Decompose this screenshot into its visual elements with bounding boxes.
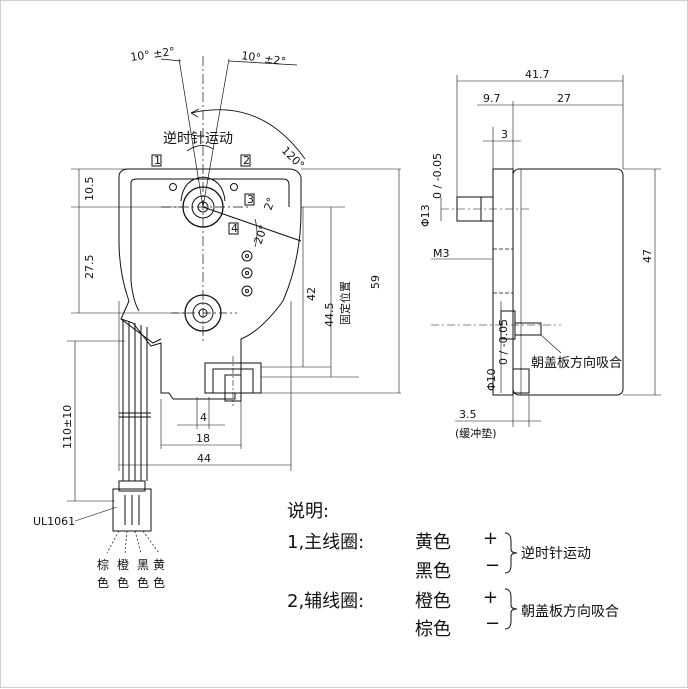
label-18: 18 <box>196 432 210 445</box>
note1-sign-b: − <box>485 555 501 576</box>
side-lever <box>515 322 542 336</box>
label-27: 27 <box>557 92 571 105</box>
label-angle-left: 10° ±2° <box>130 45 176 64</box>
label-shaft-10-tol: 0 / -0.05 <box>497 319 510 365</box>
label-4: 4 <box>200 411 207 424</box>
ccw-arrow <box>186 145 214 152</box>
brace-1 <box>504 532 518 574</box>
terminal-2 <box>241 267 253 279</box>
label-fixed-position: 固定位置 <box>338 281 352 325</box>
pos-box-1 <box>151 154 162 167</box>
label-shaft-10: Φ10 <box>485 368 498 391</box>
leader-10-left <box>160 58 182 62</box>
ul1061-leader <box>74 506 118 522</box>
wire-color-black: 黑色 <box>137 558 149 590</box>
label-shaft-13-tol: 0 / -0.05 <box>431 153 444 199</box>
top-shaft-core <box>197 201 209 213</box>
label-44: 44 <box>197 452 211 465</box>
top-lobe <box>180 176 226 202</box>
wire-bend <box>120 318 162 344</box>
label-3-5: 3.5 <box>459 408 477 421</box>
label-44-5: 44.5 <box>323 303 336 328</box>
note2-color-a: 橙色 <box>415 591 451 612</box>
hole-right <box>230 183 238 191</box>
note2-color-b: 棕色 <box>415 619 451 640</box>
note2-label: 2,辅线圈: <box>287 591 365 612</box>
note2-sign-b: − <box>485 613 501 634</box>
label-10-5: 10.5 <box>83 177 96 202</box>
connector-top <box>118 480 146 492</box>
label-m3: M3 <box>433 247 450 260</box>
label-angle-120: 120° <box>279 144 307 172</box>
label-angle-right: 10° ±2° <box>241 49 287 68</box>
label-42: 42 <box>305 287 318 301</box>
note1-result: 逆时针运动 <box>521 546 591 562</box>
terminal-1-core <box>245 254 249 258</box>
pos-box-4 <box>228 222 239 235</box>
label-pos-4: 4 <box>231 222 238 235</box>
top-shaft-inner <box>191 195 215 219</box>
wire-color-orange: 橙色 <box>117 557 129 590</box>
leader-10-right <box>228 60 298 66</box>
label-47: 47 <box>641 249 654 263</box>
wire-ends <box>106 530 160 554</box>
note2-sign-a: + <box>483 587 499 608</box>
note1-color-b: 黑色 <box>415 561 451 582</box>
hole-left <box>169 183 177 191</box>
wire-bundle <box>122 319 148 481</box>
pos-box-2 <box>240 154 251 167</box>
label-angle-2: 2° <box>262 196 278 212</box>
notes-title: 说明: <box>287 501 330 522</box>
label-ul1061: UL1061 <box>33 515 75 528</box>
label-9-7: 9.7 <box>483 92 501 105</box>
label-buffer: (缓冲垫) <box>455 426 497 440</box>
note2-result: 朝盖板方向吸合 <box>521 604 619 620</box>
brace-2 <box>504 588 518 630</box>
terminal-3-core <box>245 289 249 293</box>
angle-20-arc <box>254 218 258 248</box>
label-pos-3: 3 <box>247 193 254 206</box>
label-rotation: 逆时针运动 <box>163 131 233 147</box>
arc-120-arrow <box>190 108 200 118</box>
arc-120 <box>190 109 306 160</box>
label-angle-20: 20° <box>252 223 271 246</box>
side-buffer <box>512 368 530 394</box>
inner-bracket <box>130 178 290 312</box>
connector-body <box>112 488 152 532</box>
terminal-3 <box>241 285 253 297</box>
label-shaft-13: Φ13 <box>419 204 432 227</box>
terminal-2-core <box>245 271 249 275</box>
terminal-1 <box>241 250 253 262</box>
note1-sign-a: + <box>483 528 499 549</box>
cover-leader <box>540 334 562 354</box>
label-pos-2: 2 <box>243 154 250 167</box>
label-cover-direction: 朝盖板方向吸合 <box>531 355 622 371</box>
label-pos-1: 1 <box>154 154 161 167</box>
note1-label: 1,主线圈: <box>287 532 365 553</box>
label-3: 3 <box>501 128 508 141</box>
pos-box-3 <box>244 193 255 206</box>
rotation-line <box>202 206 302 242</box>
label-59: 59 <box>369 275 382 289</box>
front-body-outline <box>118 168 302 400</box>
angle-line-left <box>178 58 204 208</box>
mounting-plate <box>492 168 514 396</box>
label-27-5: 27.5 <box>83 255 96 280</box>
note1-color-a: 黄色 <box>415 532 451 553</box>
wire-color-brown: 棕色 <box>97 557 109 590</box>
label-41-7: 41.7 <box>525 68 550 81</box>
label-110: 110±10 <box>61 405 74 449</box>
angle-line-right <box>202 58 230 208</box>
wire-color-yellow: 黄色 <box>153 558 165 590</box>
